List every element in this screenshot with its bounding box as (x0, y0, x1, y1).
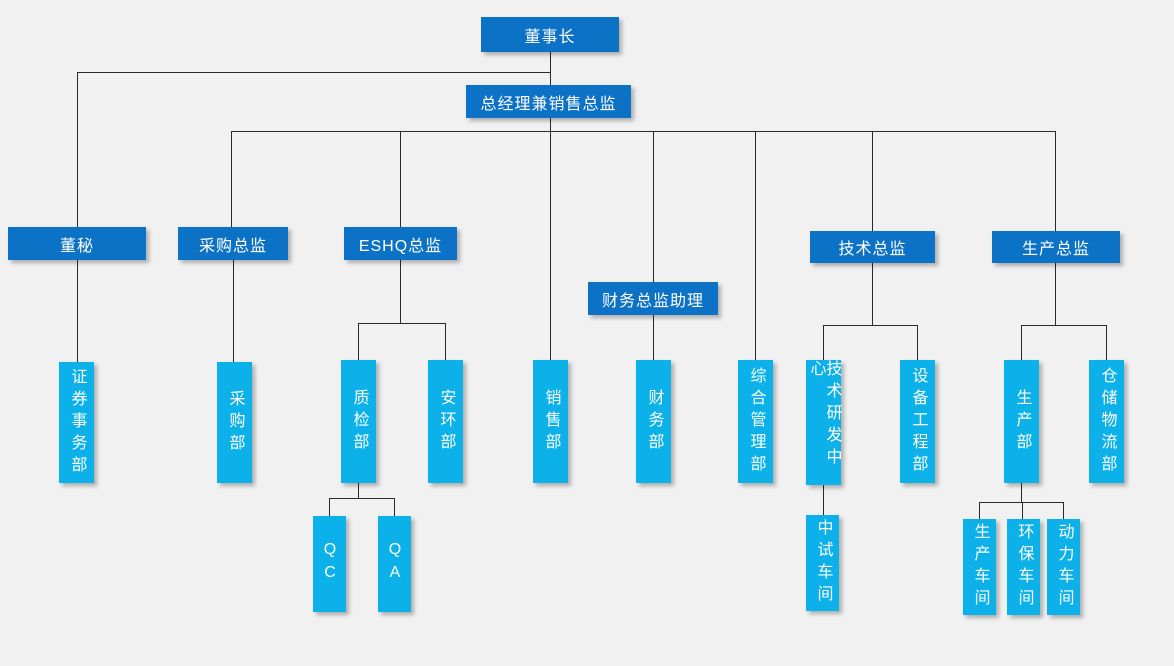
connector-line (358, 323, 446, 324)
connector-line (1022, 502, 1023, 519)
org-node-label: ESHQ总监 (358, 237, 443, 255)
org-node-production-dept: 生产部 (1004, 360, 1039, 483)
connector-line (77, 72, 551, 73)
org-node-label: 采购总监 (198, 237, 267, 255)
org-node-securities-affairs-dept: 证券事务部 (59, 362, 94, 483)
org-node-label: 中试车间 (814, 519, 832, 607)
connector-line (329, 498, 395, 499)
connector-line (400, 260, 401, 323)
org-node-label: 质检部 (350, 388, 368, 455)
org-node-board-secretary: 董秘 (8, 227, 146, 260)
org-node-power-workshop: 动力车间 (1047, 519, 1080, 615)
org-node-label: 动力车间 (1055, 523, 1073, 611)
org-node-label: 销售部 (542, 388, 560, 455)
org-node-general-management-dept: 综合管理部 (738, 360, 773, 483)
org-node-finance-dept: 财务部 (636, 360, 671, 483)
connector-line (1063, 502, 1064, 519)
org-node-label: 董秘 (59, 237, 94, 255)
connector-line (445, 323, 446, 360)
org-node-label: 财务总监助理 (601, 292, 704, 310)
org-node-label: 生产总监 (1021, 241, 1090, 258)
org-node-label: 设备工程部 (909, 366, 927, 477)
connector-line (358, 323, 359, 360)
org-node-production-workshop: 生产车间 (963, 519, 996, 615)
org-node-label: 安环部 (437, 388, 455, 455)
org-node-label: 总经理兼销售总监 (480, 95, 617, 113)
org-node-tech-director: 技术总监 (810, 231, 935, 263)
connector-line (394, 498, 395, 516)
org-node-label: 董事长 (524, 28, 576, 46)
org-node-equipment-engineering-dept: 设备工程部 (900, 360, 935, 483)
connector-line (917, 325, 918, 360)
connector-line (550, 118, 551, 360)
org-node-label: 仓储物流部 (1098, 366, 1116, 477)
org-node-label: 技术研发中心 (807, 360, 841, 470)
connector-line (872, 131, 873, 231)
connector-line (979, 502, 980, 519)
org-node-sales-dept: 销售部 (533, 360, 568, 483)
org-node-safety-environment-dept: 安环部 (428, 360, 463, 483)
org-node-label: QA (386, 541, 404, 587)
connector-line (823, 325, 824, 360)
org-node-environmental-workshop: 环保车间 (1007, 519, 1040, 615)
connector-line (653, 315, 654, 360)
connector-line (1055, 131, 1056, 231)
connector-line (1021, 325, 1022, 360)
org-node-label: 综合管理部 (747, 366, 765, 477)
connector-line (400, 131, 401, 227)
connector-line (77, 260, 78, 362)
org-node-finance-director-assistant: 财务总监助理 (588, 282, 718, 315)
org-node-pilot-workshop: 中试车间 (806, 515, 839, 611)
org-node-label: 生产部 (1013, 388, 1031, 455)
org-node-label: 财务部 (645, 388, 663, 455)
org-node-eshq-director: ESHQ总监 (344, 227, 457, 260)
connector-line (329, 498, 330, 516)
connector-line (231, 131, 1055, 132)
connector-line (823, 325, 918, 326)
org-node-purchasing-director: 采购总监 (178, 227, 288, 260)
connector-line (550, 52, 551, 85)
connector-line (1021, 325, 1107, 326)
connector-line (1055, 263, 1056, 325)
org-node-label: 技术总监 (838, 241, 907, 258)
connector-line (872, 263, 873, 325)
connector-line (1021, 483, 1022, 502)
org-node-label: 证券事务部 (68, 367, 86, 478)
org-node-production-director: 生产总监 (992, 231, 1120, 263)
org-node-qc: QC (313, 516, 346, 612)
connector-line (1106, 325, 1107, 360)
connector-line (231, 131, 232, 227)
org-node-purchasing-dept: 采购部 (217, 362, 252, 483)
org-node-label: 采购部 (226, 389, 244, 456)
org-node-label: 环保车间 (1015, 523, 1033, 611)
org-node-quality-inspection-dept: 质检部 (341, 360, 376, 483)
org-node-chairman: 董事长 (481, 17, 619, 52)
connector-line (979, 502, 1064, 503)
org-node-general-manager-sales-director: 总经理兼销售总监 (466, 85, 631, 118)
org-node-tech-rd-center: 技术研发中心 (806, 360, 841, 485)
org-node-label: QC (321, 541, 339, 587)
connector-line (755, 131, 756, 360)
org-node-qa: QA (378, 516, 411, 612)
connector-line (77, 72, 78, 227)
org-node-label: 生产车间 (971, 523, 989, 611)
connector-line (233, 260, 234, 362)
connector-line (653, 131, 654, 282)
org-node-warehouse-logistics-dept: 仓储物流部 (1089, 360, 1124, 483)
connector-line (823, 485, 824, 515)
connector-line (358, 483, 359, 498)
